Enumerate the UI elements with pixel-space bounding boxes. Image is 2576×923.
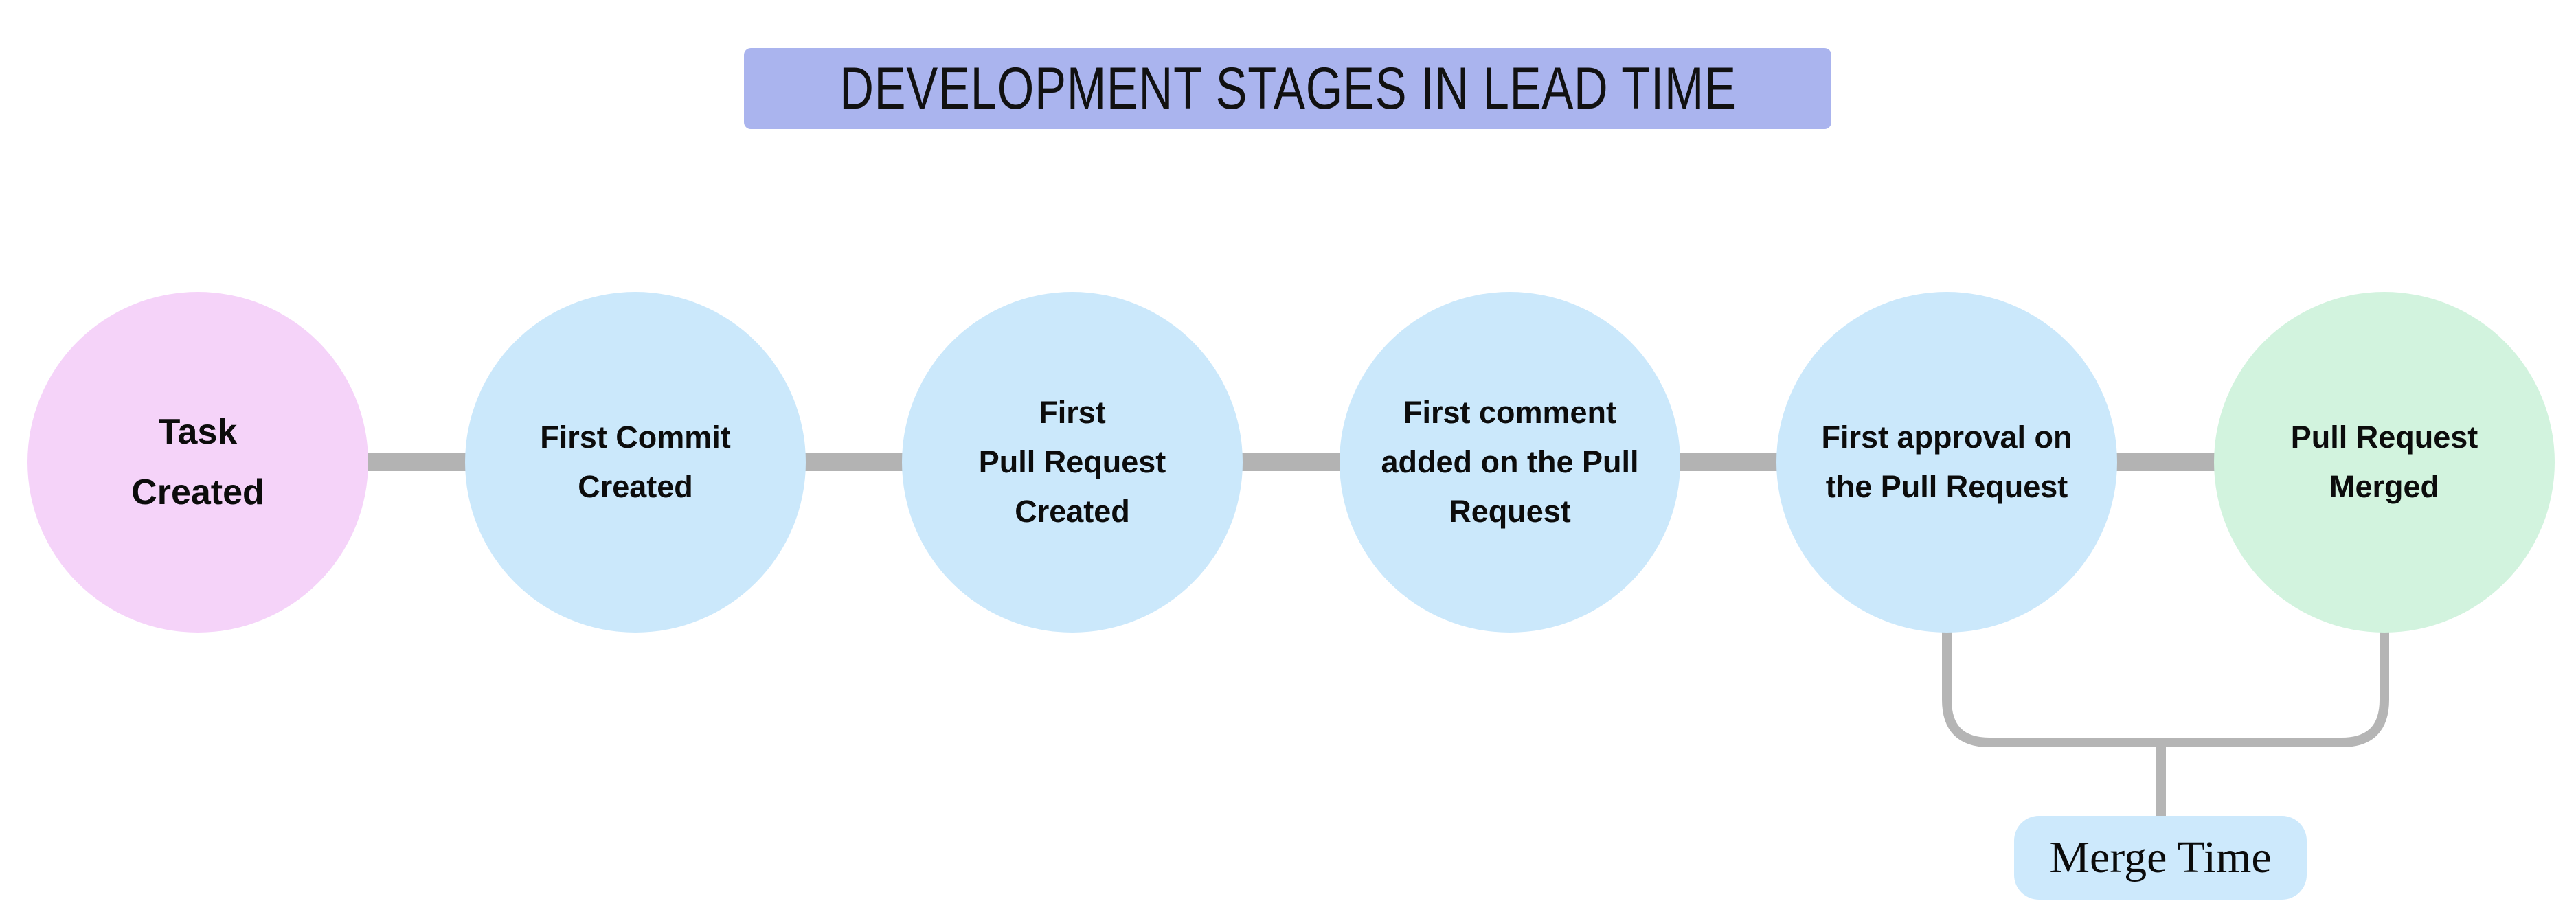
bracket-path	[1942, 628, 2389, 747]
merge-time-text: Merge Time	[2049, 832, 2272, 882]
merge-time-label: Merge Time	[2014, 816, 2307, 900]
stage-circle-first-pull-request-created: First Pull Request Created	[902, 292, 1243, 633]
stage-circle-first-comment-added: First comment added on the Pull Request	[1340, 292, 1680, 633]
stage-circle-task-created: Task Created	[27, 292, 368, 633]
stage-circle-first-commit-created: First Commit Created	[465, 292, 806, 633]
page-title: DEVELOPMENT STAGES IN LEAD TIME	[839, 55, 1737, 122]
stage-circle-first-approval: First approval on the Pull Request	[1776, 292, 2117, 633]
stage-circle-pull-request-merged: Pull Request Merged	[2214, 292, 2555, 633]
title-banner: DEVELOPMENT STAGES IN LEAD TIME	[744, 48, 1831, 129]
